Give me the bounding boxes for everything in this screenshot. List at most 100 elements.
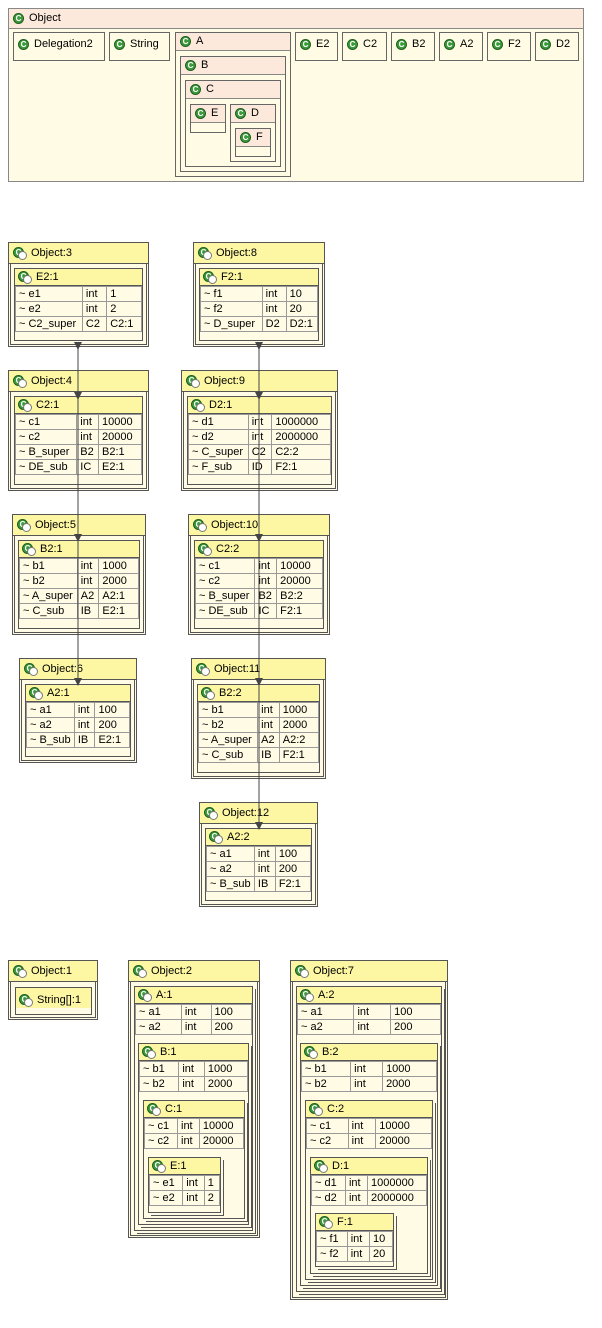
inner-object-title: CF:1 xyxy=(316,1214,393,1231)
field-value: E2:1 xyxy=(98,603,139,619)
field-value: 20000 xyxy=(98,429,142,445)
field-name: ~ a2 xyxy=(135,1019,182,1035)
field-value: 1 xyxy=(203,1175,221,1191)
inner-object-title: CE:1 xyxy=(149,1158,220,1175)
object-icon: C xyxy=(133,964,148,978)
inner-object-title: CB2:1 xyxy=(19,541,139,558)
inner-object-title: CF2:1 xyxy=(200,269,318,286)
field-name: ~ e1 xyxy=(148,1175,184,1191)
class-icon: C xyxy=(492,38,503,50)
field-type: IC xyxy=(254,603,278,619)
class-icon: C xyxy=(444,38,455,50)
field-value: 100 xyxy=(94,702,130,718)
field-name: ~ c2 xyxy=(144,1133,178,1149)
class-icon: C xyxy=(18,38,29,50)
field-value: 20000 xyxy=(276,573,323,589)
field-type: int xyxy=(81,301,108,317)
field-value: 1000 xyxy=(278,702,320,718)
object-icon: C xyxy=(24,662,39,676)
field-value: 200 xyxy=(210,1019,253,1035)
field-name: ~ F_sub xyxy=(188,459,249,475)
field-value: A2:1 xyxy=(98,588,139,604)
field-value: 20 xyxy=(368,1246,394,1262)
field-name: ~ d2 xyxy=(188,429,249,445)
inner-object-title: CA:1 xyxy=(135,987,252,1004)
field-value: 20000 xyxy=(375,1133,432,1149)
object-icon: C xyxy=(198,246,213,260)
object-icon: C xyxy=(17,518,32,532)
field-type: B2 xyxy=(76,444,100,460)
field-value: 10 xyxy=(285,286,319,302)
field-value: 10000 xyxy=(375,1118,432,1134)
field-type: B2 xyxy=(254,588,278,604)
object-icon: C xyxy=(29,686,44,700)
object-icon: C xyxy=(13,964,28,978)
object-icon: C xyxy=(152,1159,167,1173)
field-name: ~ C2_super xyxy=(15,316,83,332)
field-value: D2:1 xyxy=(285,316,319,332)
class-icon: C xyxy=(396,38,407,50)
field-value: 200 xyxy=(94,717,130,733)
class-icon: C xyxy=(240,131,251,143)
field-name: ~ e1 xyxy=(15,286,83,302)
inner-object-title: CA2:2 xyxy=(206,829,311,846)
object-icon: C xyxy=(13,246,28,260)
object-icon: C xyxy=(196,662,211,676)
field-name: ~ B_sub xyxy=(26,732,75,748)
field-value: F2:1 xyxy=(278,747,320,763)
field-name: ~ C_sub xyxy=(19,603,78,619)
inner-object-title: CC:2 xyxy=(306,1101,432,1118)
field-type: int xyxy=(344,1190,369,1206)
